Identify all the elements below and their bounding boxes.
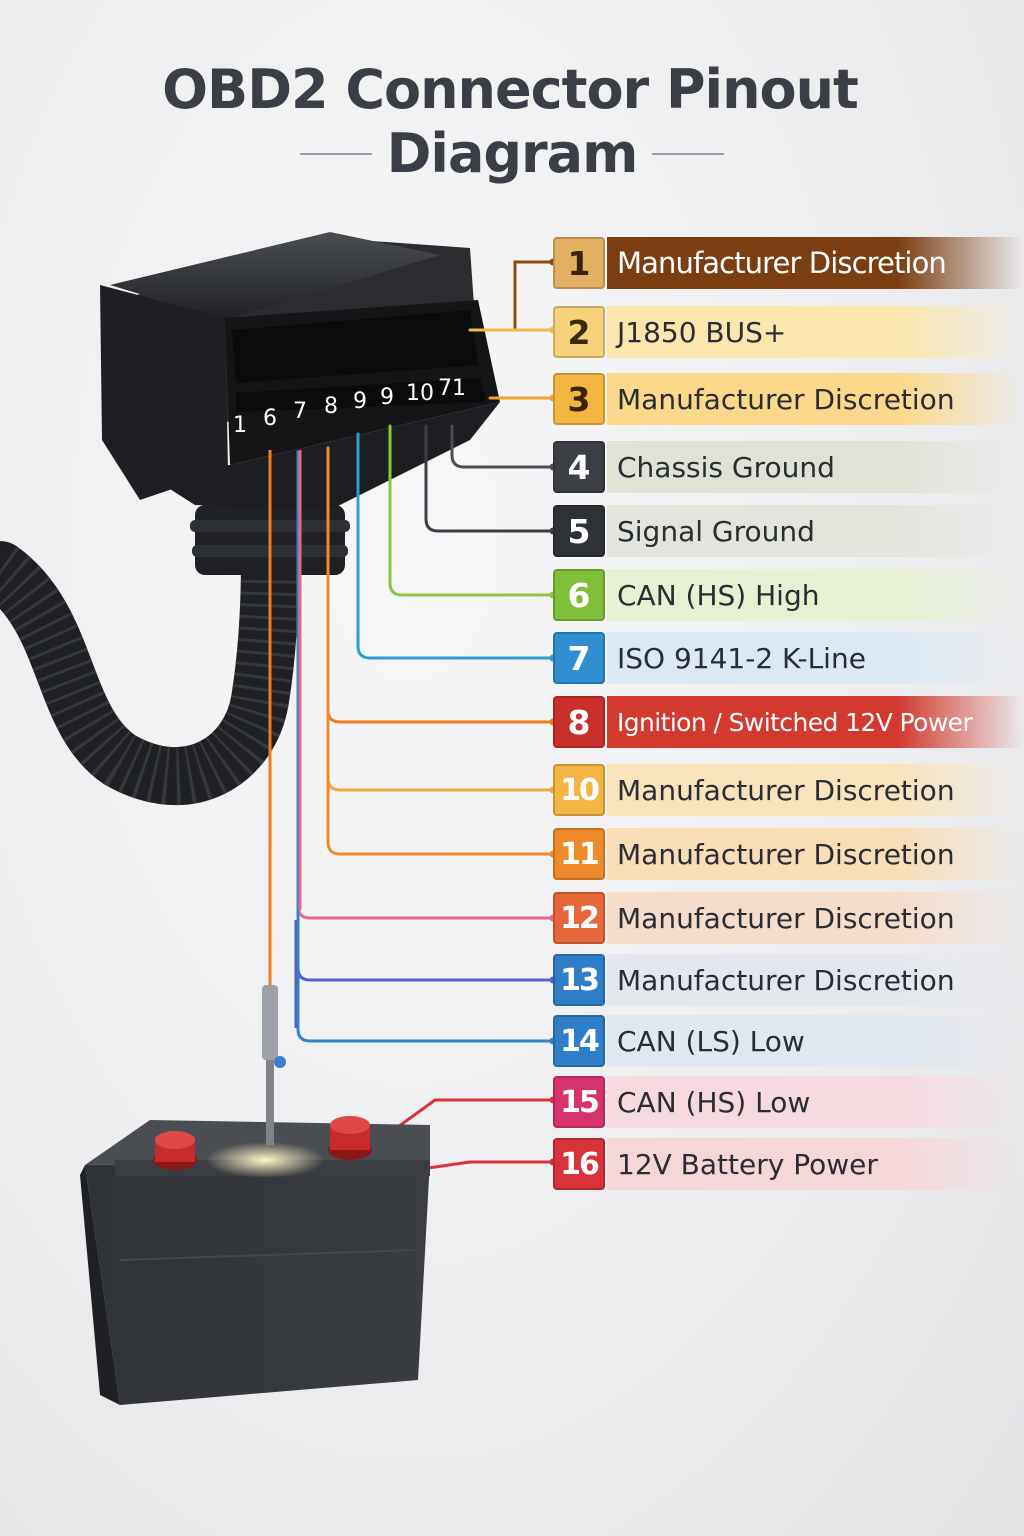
battery-terminal-positive [328,1116,372,1160]
wire-pin-6 [388,424,555,597]
pin-function-label: CAN (HS) High [607,569,1023,621]
pin-function-label: 12V Battery Power [607,1138,1023,1190]
wire-pin-11 [326,446,555,856]
connector-pin-number: 1 [233,413,247,438]
pin-number-badge: 5 [553,505,605,557]
pin-function-label: Signal Ground [607,505,1023,557]
connector-pin-number: 8 [324,394,338,419]
pin-number-badge: 7 [553,632,605,684]
wire-pin-16 [426,1160,555,1170]
pin-number-badge: 12 [553,892,605,944]
title-rule-left [300,153,372,155]
pin-function-label: Manufacturer Discretion [607,828,1023,880]
pin-function-label: CAN (HS) Low [607,1076,1023,1128]
pin-function-label: Manufacturer Discretion [607,764,1023,816]
connector-pin-number: 10 [406,381,434,406]
pin-number-badge: 1 [553,237,605,289]
connector-pin-number: 7 [293,399,307,424]
pin-function-label: ISO 9141-2 K-Line [607,632,1023,684]
connector-pin-number: 71 [438,376,466,401]
obd2-connector [100,232,500,575]
cable-hose [0,531,299,806]
pin-function-label: Chassis Ground [607,441,1023,493]
pin-number-badge: 15 [553,1076,605,1128]
battery-terminal-negative [153,1131,197,1170]
car-battery [80,985,430,1405]
wire-pin-10 [326,446,555,792]
connector-pin-number: 6 [263,406,277,431]
pin-function-label: Ignition / Switched 12V Power [607,696,1023,748]
wire-pin-4 [450,424,555,469]
pin-number-badge: 13 [553,954,605,1006]
connector-pin-number: 9 [380,385,394,410]
probe-connector [262,985,286,1145]
wires [268,260,555,1170]
pin-function-label: Manufacturer Discretion [607,892,1023,944]
wire-pin-5 [424,424,555,533]
title-rule-right [652,153,724,155]
pin-number-badge: 8 [553,696,605,748]
pin-number-badge: 16 [553,1138,605,1190]
pin-number-badge: 4 [553,441,605,493]
pin-number-badge: 6 [553,569,605,621]
pin-function-label: Manufacturer Discretion [607,373,1023,425]
wire-pin-7 [356,432,555,660]
wire-pin-1 [498,260,555,332]
pin-number-badge: 11 [553,828,605,880]
page-title-line2: Diagram [386,122,639,185]
pin-function-label: Manufacturer Discretion [607,237,1023,289]
pin-number-badge: 3 [553,373,605,425]
pin-function-label: Manufacturer Discretion [607,954,1023,1006]
pin-number-badge: 2 [553,306,605,358]
wire-pin-14 [296,450,555,1043]
pin-function-label: J1850 BUS+ [607,306,1023,358]
pin-number-badge: 10 [553,764,605,816]
pin-function-label: CAN (LS) Low [607,1015,1023,1067]
connector-pin-number: 9 [353,389,367,414]
page-title: OBD2 Connector Pinout [162,58,859,121]
pin-number-badge: 14 [553,1015,605,1067]
